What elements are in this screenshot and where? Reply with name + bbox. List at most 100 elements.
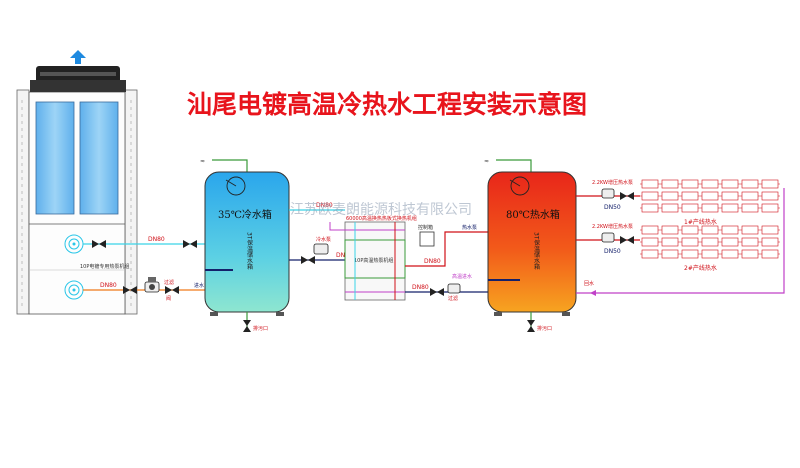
tank-unit [681, 203, 699, 213]
tank-unit [681, 249, 699, 259]
hot-tank-title: 80℃热水箱 [506, 208, 560, 221]
tank-unit [721, 191, 739, 201]
tank-unit [661, 225, 679, 235]
tank-unit [661, 203, 679, 213]
control-box [419, 231, 435, 247]
tank-unit [701, 225, 719, 235]
dn80-label-4: DN80 [336, 252, 353, 259]
hot-water-tank: ≈ 80℃热水箱 3T保温储水箱 排污口 [484, 158, 577, 332]
return-label: 回水 [584, 280, 594, 287]
heat-pump-label: 10P电镀专用热泵机组 [80, 263, 129, 270]
cold-pump-label: 冷水泵 [316, 236, 331, 243]
tank-unit [721, 225, 739, 235]
supply-label-1: 2.2KW增压热水泵 [592, 179, 633, 186]
heat-exchanger-label: 60000高温换热热板式换热机组 [346, 215, 417, 222]
tank-unit [701, 249, 719, 259]
tank-unit [681, 179, 699, 189]
valve-icon-3 [430, 288, 444, 296]
tank-unit [661, 249, 679, 259]
pump-icon [144, 277, 160, 293]
page-title: 汕尾电镀高温冷热水工程安装示意图 [187, 90, 587, 119]
tank-unit [661, 179, 679, 189]
production-line-2 [640, 225, 780, 259]
control-box-label: 控制箱 [418, 224, 433, 231]
tank-unit [641, 237, 659, 247]
dn80-label-6: DN80 [424, 258, 441, 265]
tank-unit [761, 237, 779, 247]
thermometer-icon [226, 176, 246, 196]
valve-icon [92, 240, 197, 294]
dn50-label-1: DN50 [604, 204, 621, 211]
valve-icon-4 [620, 192, 634, 200]
thermometer-icon-2 [510, 176, 530, 196]
tank-unit [681, 237, 699, 247]
drain-icon-2 [527, 320, 535, 332]
tank-unit [761, 191, 779, 201]
dn80-label: DN80 [148, 236, 165, 243]
heat-pump-pipes: DN80 DN80 过滤 阀 进水 [83, 236, 205, 302]
valve-icon-2 [301, 256, 315, 264]
cold-tank-drain-label: 排污口 [253, 325, 268, 332]
dn80-label-3: DN80 [316, 202, 333, 209]
tank-unit [741, 203, 759, 213]
tank-unit [761, 249, 779, 259]
production-line-1 [640, 179, 780, 213]
valve-label: 阀 [166, 295, 171, 302]
tank-unit [761, 225, 779, 235]
tank-unit [641, 225, 659, 235]
tank-unit [641, 249, 659, 259]
svg-text:≈: ≈ [200, 158, 205, 165]
supply-label-2: 2.2KW增压热水泵 [592, 223, 633, 230]
inlet-label: 进水 [194, 282, 204, 289]
pump-icon-3 [447, 283, 461, 294]
tank-unit [701, 191, 719, 201]
hot-tank-sub: 3T保温储水箱 [533, 232, 540, 271]
valve-icon-5 [620, 236, 634, 244]
fan-icon [30, 50, 126, 92]
tank-unit [641, 191, 659, 201]
tank-unit [741, 179, 759, 189]
hx-unit-label: 10P高温热泵机组 [354, 257, 393, 264]
heat-exchanger-section: DN80 DN80 冷水泵 60000高温换热热板式换热机组 10P高温热泵机组… [289, 202, 488, 302]
tank-unit [741, 249, 759, 259]
tank-unit [641, 179, 659, 189]
cold-tank-sub: 3T保温储水箱 [246, 232, 253, 271]
pump-icon-4 [601, 188, 615, 199]
dn50-label-2: DN50 [604, 248, 621, 255]
tank-unit [741, 191, 759, 201]
tank-unit [721, 237, 739, 247]
pump-icon-5 [601, 232, 615, 243]
filter-label: 过滤 [164, 279, 174, 286]
pump-icon-2 [313, 243, 329, 255]
dn80-label-2: DN80 [100, 282, 117, 289]
dn80-label-5: DN80 [412, 284, 429, 291]
tank-unit [741, 225, 759, 235]
line1-label: 1#产线热水 [684, 218, 717, 226]
hot-pump-label: 热水泵 [462, 224, 477, 231]
tank-unit [701, 203, 719, 213]
tank-unit [661, 191, 679, 201]
line2-label: 2#产线热水 [684, 264, 717, 272]
svg-text:≈: ≈ [484, 158, 489, 165]
tank-unit [761, 179, 779, 189]
cold-tank-title: 35℃冷水箱 [218, 208, 272, 221]
tank-unit [701, 179, 719, 189]
tank-unit [701, 237, 719, 247]
tank-unit [681, 191, 699, 201]
tank-unit [661, 237, 679, 247]
tank-unit [721, 249, 739, 259]
heat-pump-unit: 10P电镀专用热泵机组 [16, 50, 138, 315]
tank-unit [741, 237, 759, 247]
hot-tank-drain-label: 排污口 [537, 325, 552, 332]
drain-icon [243, 320, 251, 332]
distribution-lines: 2.2KW增压热水泵 DN50 2.2KW增压热水泵 DN50 1#产线热水 2… [576, 179, 785, 296]
cold-water-tank: ≈ 35℃冷水箱 3T保温储水箱 排污口 [200, 158, 290, 332]
watermark: 江苏欧麦朗能源科技有限公司 [290, 202, 472, 218]
filter-label-2: 过滤 [448, 295, 458, 302]
tank-unit [721, 203, 739, 213]
tank-unit [681, 225, 699, 235]
high-in-label: 高温进水 [452, 273, 472, 280]
tank-unit [761, 203, 779, 213]
tank-unit [641, 203, 659, 213]
